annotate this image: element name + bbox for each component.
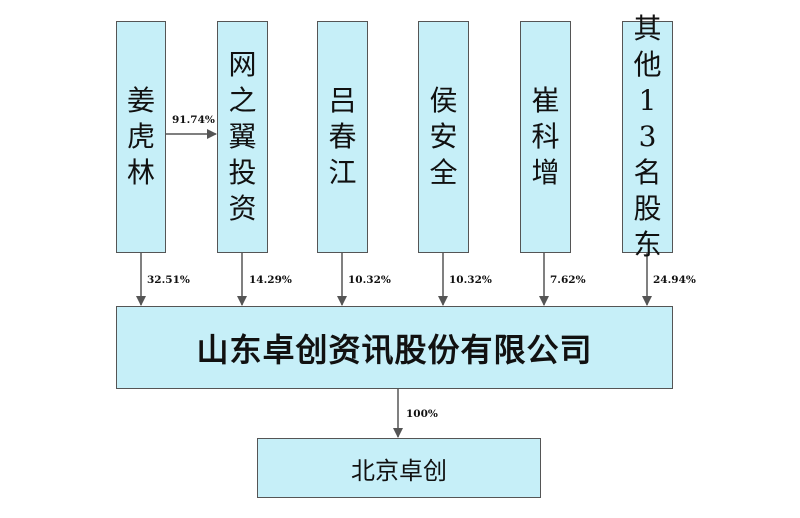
shareholder-box-others: 其他13名股东 [622, 12, 673, 261]
shareholder-name: 网之翼投资 [228, 48, 257, 225]
stake-label-cui: 7.62% [550, 274, 586, 286]
shareholder-box-lv: 吕春江 [317, 21, 368, 253]
shareholder-box-hou: 侯安全 [418, 21, 469, 253]
shareholder-name: 吕春江 [328, 84, 357, 189]
company-name: 山东卓创资讯股份有限公司 [196, 330, 593, 369]
shareholder-name: 侯安全 [429, 84, 458, 189]
shareholder-box-jiang: 姜虎林 [116, 21, 166, 253]
stake-label-wangzhiyi: 14.29% [249, 274, 292, 286]
subsidiary-stake-label: 100% [406, 408, 438, 420]
subsidiary-box: 北京卓创 [257, 438, 541, 498]
shareholder-box-wangzhiyi: 网之翼投资 [217, 21, 268, 253]
shareholder-box-cui: 崔科增 [520, 21, 571, 253]
stake-label-hou: 10.32% [449, 274, 492, 286]
subsidiary-name: 北京卓创 [351, 456, 447, 485]
stake-label-others: 24.94% [653, 274, 696, 286]
shareholder-name: 姜虎林 [126, 84, 155, 189]
shareholder-name: 其他13名股东 [633, 12, 662, 261]
stake-label-lv: 10.32% [348, 274, 391, 286]
stake-label-jiang: 32.51% [147, 274, 190, 286]
shareholder-name: 崔科增 [531, 84, 560, 189]
company-box: 山东卓创资讯股份有限公司 [116, 306, 673, 389]
cross-link-stake-label: 91.74% [172, 114, 215, 126]
